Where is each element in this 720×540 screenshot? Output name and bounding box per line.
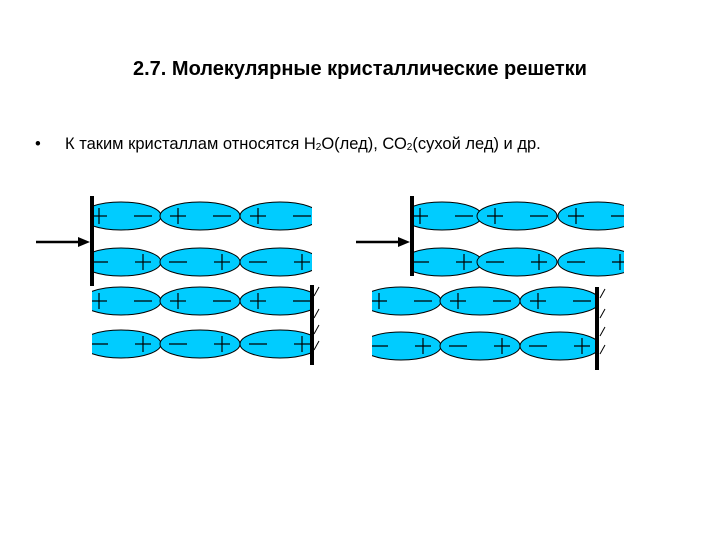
bullet-dot: • (35, 135, 41, 153)
fracture-marks (599, 288, 606, 355)
dipole-molecule (239, 286, 312, 316)
dipole-molecule (159, 201, 241, 231)
dipole-molecule (239, 329, 312, 359)
dipole-molecule (439, 331, 521, 361)
dipole-molecule (159, 247, 241, 277)
dipole-molecule (372, 331, 442, 361)
dipole-molecule (159, 329, 241, 359)
dipole-molecule (476, 247, 558, 277)
co2-subscript: 2 (406, 142, 413, 153)
fracture-marks (313, 286, 320, 351)
dipole-molecule (372, 286, 442, 316)
dipole-molecule (239, 247, 312, 277)
plus-sign-icon (135, 254, 151, 270)
dipole-molecule (92, 201, 162, 231)
plus-sign-icon (294, 254, 310, 270)
plus-sign-icon (530, 293, 546, 309)
dipole-molecule (439, 286, 521, 316)
plus-sign-icon (456, 254, 472, 270)
lattice-before-shift (36, 196, 320, 365)
dipole-molecule (519, 331, 601, 361)
plus-sign-icon (531, 254, 547, 270)
arrow-right-icon (36, 237, 90, 247)
bullet-text-part-3: (сухой лед) и др. (412, 135, 541, 153)
bullet-text-part-1: К таким кристаллам относятся H (65, 135, 316, 153)
plus-sign-icon (568, 208, 584, 224)
bullet-text-part-2: O(лед), СО (321, 135, 407, 153)
plus-sign-icon (612, 254, 624, 270)
plus-sign-icon (250, 208, 266, 224)
plus-sign-icon (574, 338, 590, 354)
plus-sign-icon (170, 208, 186, 224)
page-title: 2.7. Молекулярные кристаллические решетк… (133, 58, 587, 80)
dipole-molecule (557, 247, 624, 277)
plus-sign-icon (135, 336, 151, 352)
plus-sign-icon (250, 293, 266, 309)
dipole-molecule (159, 286, 241, 316)
plus-sign-icon (415, 338, 431, 354)
plus-sign-icon (494, 338, 510, 354)
plus-sign-icon (92, 293, 107, 309)
plus-sign-icon (170, 293, 186, 309)
plus-sign-icon (214, 336, 230, 352)
dipole-molecule (519, 286, 601, 316)
dipole-molecule (239, 201, 312, 231)
dipole-molecule (92, 329, 162, 359)
plus-sign-icon (487, 208, 503, 224)
bullet-item: •К таким кристаллам относятся H2O(лед), … (35, 133, 541, 158)
arrow-right-icon (356, 237, 410, 247)
dipole-molecule (92, 286, 162, 316)
dipole-molecule (476, 201, 558, 231)
plus-sign-icon (214, 254, 230, 270)
plus-sign-icon (294, 336, 310, 352)
lattice-after-shift (356, 196, 624, 370)
plus-sign-icon (450, 293, 466, 309)
dipole-molecule (557, 201, 624, 231)
plus-sign-icon (412, 208, 428, 224)
h2o-subscript: 2 (315, 142, 322, 153)
plus-sign-icon (372, 293, 387, 309)
